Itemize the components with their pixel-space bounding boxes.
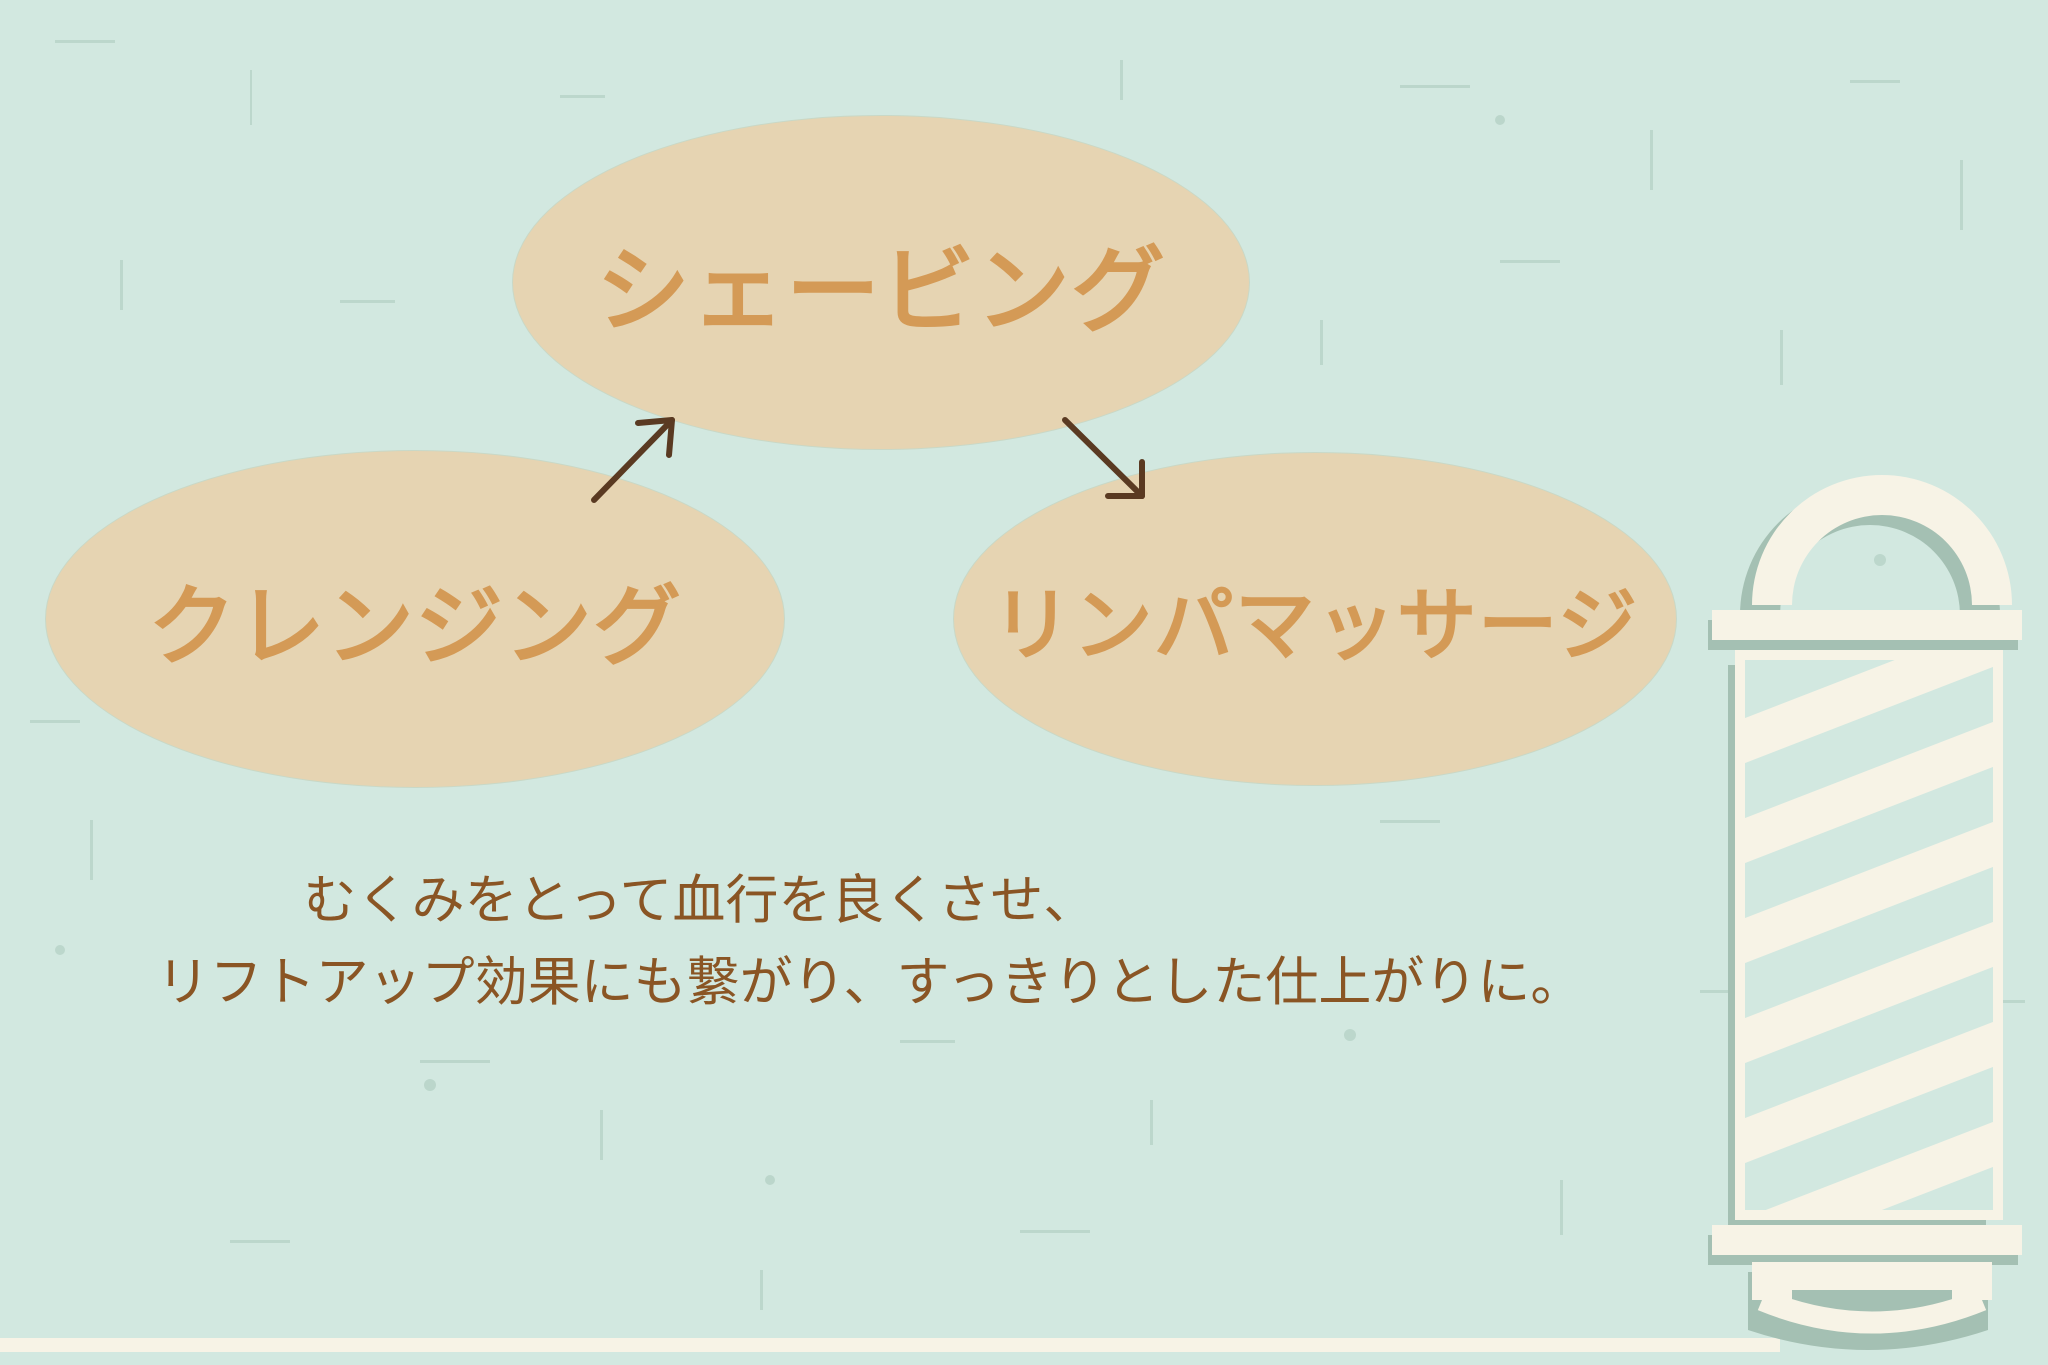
- caption-line-1: むくみをとって血行を良くさせ、: [303, 870, 1097, 931]
- step-shaving-oval: シェービング: [512, 115, 1250, 450]
- step-lymph-massage-label: リンパマッサージ: [991, 579, 1639, 672]
- arrow-up-right-icon: [591, 417, 675, 503]
- step-lymph-massage-oval: リンパマッサージ: [953, 452, 1677, 786]
- arrow-down-right-icon: [1062, 417, 1145, 499]
- step-cleansing-label: クレンジング: [147, 574, 682, 678]
- caption-line-2: リフトアップ効果にも繋がり、すっきりとした仕上がりに。: [156, 952, 1584, 1013]
- footer-rule: [0, 1338, 1780, 1352]
- step-cleansing-oval: クレンジング: [45, 450, 785, 788]
- step-shaving-label: シェービング: [595, 236, 1166, 346]
- barber-pole-icon: [1708, 475, 2022, 1350]
